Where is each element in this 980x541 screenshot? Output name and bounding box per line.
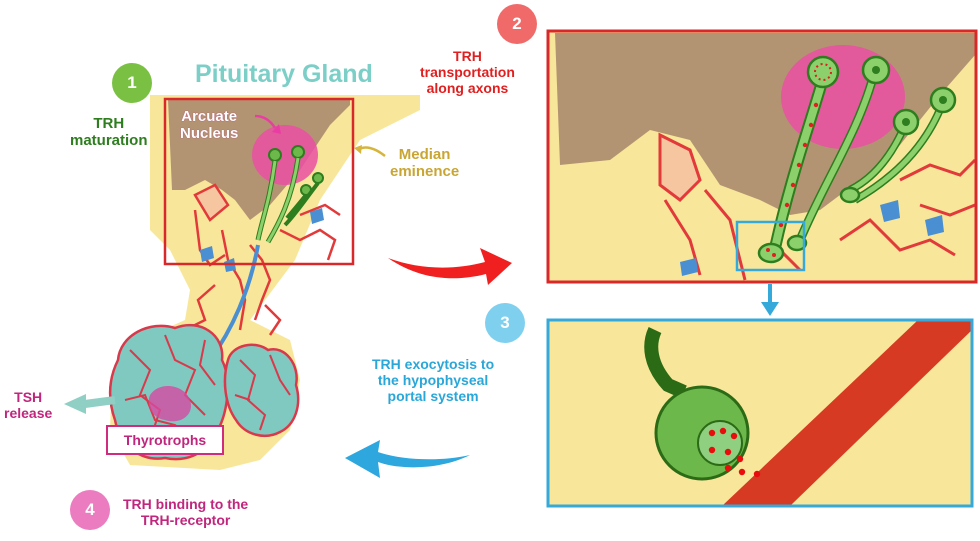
red-arrow-icon — [388, 248, 512, 285]
tsh-label-line2: release — [4, 405, 53, 422]
portal-vessel-band — [722, 320, 972, 506]
arcuate-label-line2: Nucleus — [180, 125, 239, 143]
teal-arrow-icon — [84, 396, 116, 408]
blue-arrow-icon — [345, 440, 470, 478]
zoom-box-1 — [163, 97, 355, 266]
step-1-badge: 1 — [112, 63, 152, 103]
step-3-badge: 3 — [485, 303, 525, 343]
exocytosis-panel — [546, 318, 974, 508]
diagram-title: Pituitary Gland — [195, 60, 373, 88]
step-3-label: TRH exocytosis to the hypophyseal portal… — [372, 356, 494, 404]
trh-neurons — [255, 145, 324, 244]
median-pointer-head-icon — [354, 145, 362, 154]
step-3-line1: TRH exocytosis to — [372, 356, 495, 372]
trh-vesicles — [766, 102, 819, 257]
teal-arrow-head-icon — [64, 394, 86, 414]
tsh-label: TSH release — [4, 389, 52, 421]
axon-zoom-panel — [546, 29, 978, 284]
blue-vessels — [200, 208, 324, 272]
step-1-label: TRH maturation — [70, 115, 148, 150]
step-1-line1: TRH — [93, 115, 125, 132]
step-2-line2: transportation — [420, 64, 515, 81]
arcuate-nucleus-blob — [252, 125, 318, 185]
axon-stub — [644, 327, 687, 399]
median-label-line1: Median — [398, 146, 451, 163]
tsh-label-line1: TSH — [14, 389, 43, 405]
step-4-line2: TRH-receptor — [140, 512, 231, 529]
arcuate-label-line1: Arcuate — [181, 108, 238, 125]
blue-down-arrow-head-icon — [761, 302, 779, 316]
arcuate-pointer-head-icon — [272, 124, 281, 134]
median-label: Median eminence — [390, 146, 459, 181]
step-3-line3: portal system — [387, 388, 479, 405]
median-label-line2: eminence — [390, 163, 460, 181]
exocytosis-frame — [546, 318, 974, 508]
pituitary-overview — [108, 95, 420, 470]
step-2-badge: 2 — [497, 4, 537, 44]
zoom-box-3 — [735, 220, 806, 272]
step-4-line1: TRH binding to the — [123, 496, 249, 512]
step-2-line3: along axons — [426, 80, 509, 97]
zoom-box-2 — [546, 29, 978, 284]
step-4-label: TRH binding to the TRH-receptor — [123, 496, 248, 528]
step-3-line2: the hypophyseal — [377, 372, 489, 389]
zoom-blue-vessels — [680, 200, 944, 276]
step-4-badge: 4 — [70, 490, 110, 530]
median-pointer-icon — [357, 146, 386, 157]
step-1-line2: maturation — [70, 132, 148, 150]
vesicle — [697, 420, 743, 466]
arcuate-pointer-icon — [254, 114, 277, 129]
step-2-label: TRH transportation along axons — [420, 48, 515, 96]
step-2-line1: TRH — [453, 48, 482, 64]
trh-release-dots — [708, 427, 761, 478]
zoom-neurons — [757, 55, 957, 264]
zoom-vessels — [658, 132, 977, 281]
arcuate-label: Arcuate Nucleus — [180, 108, 238, 143]
thyrotrophs-label: Thyrotrophs — [106, 425, 224, 455]
